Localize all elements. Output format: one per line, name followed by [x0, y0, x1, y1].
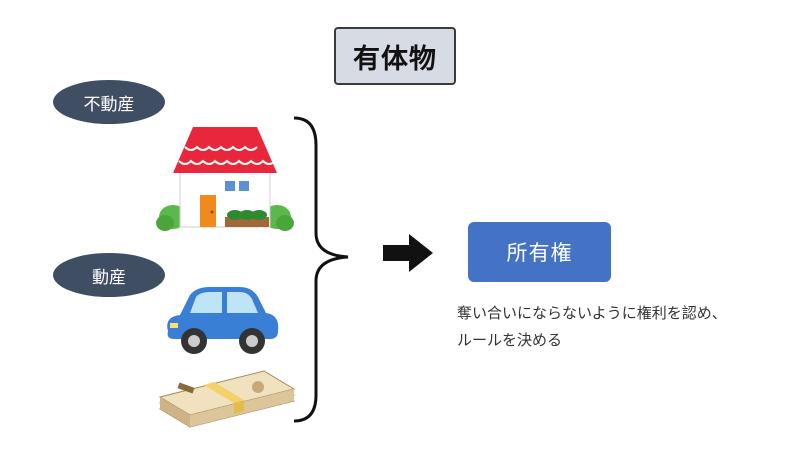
title-box: 有体物 [334, 27, 456, 85]
curly-brace-icon [293, 116, 349, 423]
title-text: 有体物 [353, 43, 437, 75]
movable-property-label: 動産 [53, 253, 165, 297]
real-estate-text: 不動産 [83, 94, 135, 115]
description-line-2: ルールを決める [457, 331, 563, 349]
movable-property-text: 動産 [92, 267, 126, 288]
money-bundle-icon [158, 370, 296, 428]
description-line-1: 奪い合いにならないように権利を認め、 [457, 304, 727, 322]
right-arrow-icon [383, 234, 433, 272]
description: 奪い合いにならないように権利を認め、 ルールを決める [457, 300, 787, 354]
house-icon [156, 127, 294, 231]
ownership-box: 所有権 [468, 222, 611, 282]
car-icon [167, 287, 279, 354]
ownership-text: 所有権 [506, 241, 573, 265]
real-estate-label: 不動産 [53, 80, 165, 124]
